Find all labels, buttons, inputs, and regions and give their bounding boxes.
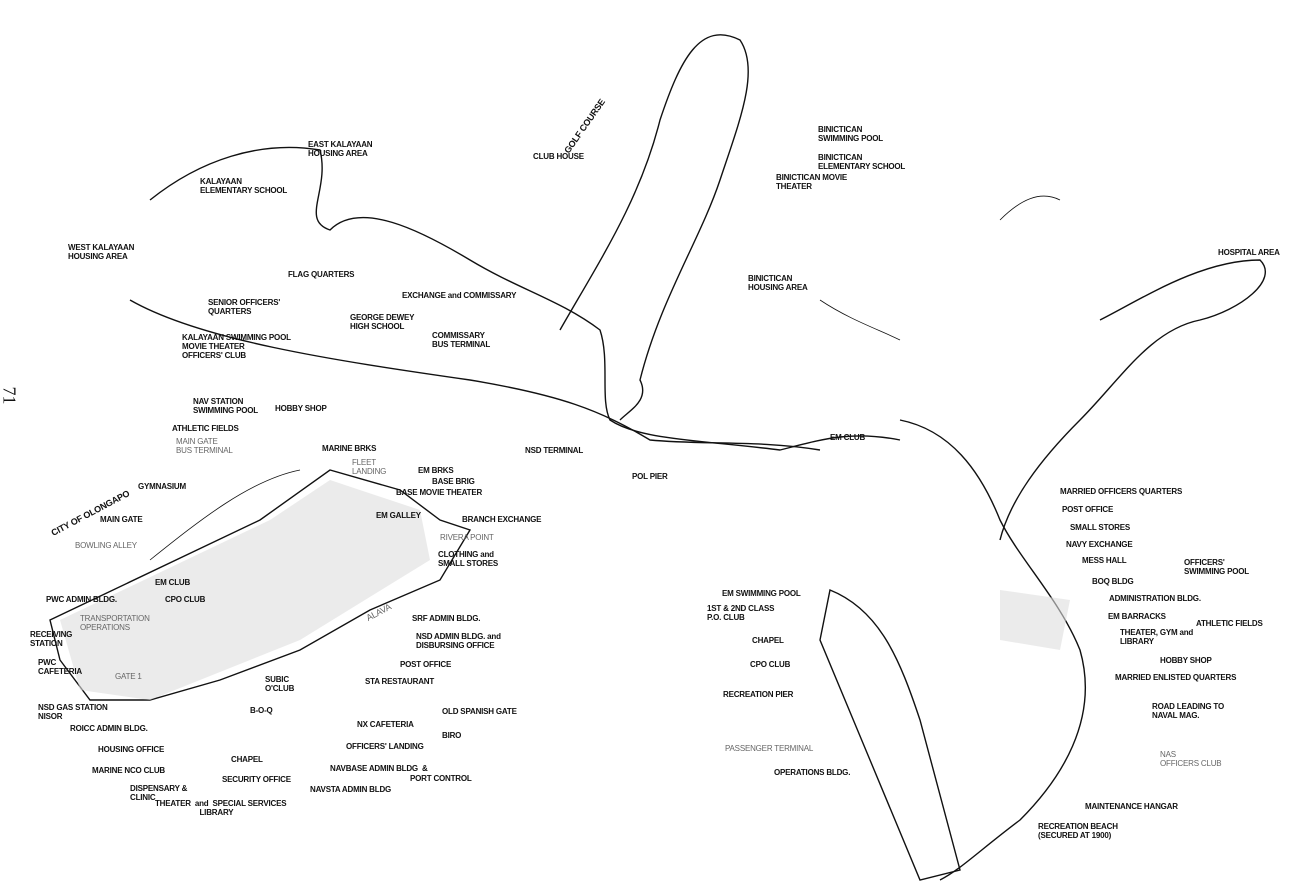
- label-mess-hall: MESS HALL: [1082, 556, 1127, 565]
- label-main-gate: MAIN GATE: [100, 515, 143, 524]
- label-post-office-cubi: POST OFFICE: [1062, 505, 1114, 514]
- label-old-spanish-gate: OLD SPANISH GATE: [442, 707, 517, 716]
- label-administration-bldg: ADMINISTRATION BLDG.: [1109, 594, 1201, 603]
- label-small-stores: SMALL STORES: [1070, 523, 1130, 532]
- label-srf-admin-bldg: SRF ADMIN BLDG.: [412, 614, 481, 623]
- label-kalayaan-elementary: KALAYAAN ELEMENTARY SCHOOL: [200, 177, 288, 195]
- page-number: 71: [0, 386, 20, 405]
- label-navsta-admin-bldg: NAVSTA ADMIN BLDG: [310, 785, 392, 794]
- label-west-kalayaan-housing: WEST KALAYAAN HOUSING AREA: [68, 243, 135, 261]
- label-navbase-admin-bldg: NAVBASE ADMIN BLDG &: [330, 764, 428, 773]
- label-binictican-theater: BINICTICAN MOVIE THEATER: [776, 173, 848, 191]
- label-chapel: CHAPEL: [231, 755, 263, 764]
- label-married-enlisted-quarters: MARRIED ENLISTED QUARTERS: [1115, 673, 1237, 682]
- label-marine-nco-club: MARINE NCO CLUB: [92, 766, 165, 775]
- label-boq: B-O-Q: [250, 706, 273, 715]
- label-port-control: PORT CONTROL: [410, 774, 472, 783]
- label-pol-pier: POL PIER: [632, 472, 668, 481]
- label-recreation-pier: RECREATION PIER: [723, 690, 794, 699]
- label-fleet-landing: FLEET LANDING: [352, 458, 387, 476]
- label-binictican-housing: BINICTICAN HOUSING AREA: [748, 274, 808, 292]
- cubi-runway: [819, 589, 961, 881]
- label-nas-officers-club: NAS OFFICERS CLUB: [1160, 750, 1222, 768]
- label-base-movie-theater: BASE MOVIE THEATER: [396, 488, 483, 497]
- label-gymnasium: GYMNASIUM: [138, 482, 186, 491]
- label-pwc-cafeteria: PWC CAFETERIA: [38, 658, 82, 676]
- label-gate-1: GATE 1: [115, 672, 142, 681]
- label-clothing-small-stores: CLOTHING and SMALL STORES: [438, 550, 498, 568]
- label-hobby-shop-cubi: HOBBY SHOP: [1160, 656, 1212, 665]
- coastline-north: [149, 146, 901, 451]
- label-hospital-area: HOSPITAL AREA: [1218, 248, 1280, 257]
- label-theater-special-services-library: THEATER and SPECIAL SERVICES LIBRARY: [155, 799, 287, 817]
- label-recreation-beach: RECREATION BEACH (SECURED AT 1900): [1038, 822, 1118, 840]
- label-george-dewey-hs: GEORGE DEWEY HIGH SCHOOL: [350, 313, 415, 331]
- main-road: [129, 299, 821, 451]
- label-housing-office: HOUSING OFFICE: [98, 745, 165, 754]
- cubi-coast: [899, 419, 1086, 881]
- label-receiving-station: RECEIVING STATION: [30, 630, 73, 648]
- label-base-brig: BASE BRIG: [432, 477, 475, 486]
- label-em-swimming-pool: EM SWIMMING POOL: [722, 589, 801, 598]
- label-athletic-fields: ATHLETIC FIELDS: [172, 424, 239, 433]
- label-dispensary-clinic: DISPENSARY & CLINIC: [130, 784, 188, 802]
- label-em-brks: EM BRKS: [418, 466, 454, 475]
- label-commissary-bus-terminal: COMMISSARY BUS TERMINAL: [432, 331, 491, 349]
- label-nsd-admin-disbursing: NSD ADMIN BLDG. and DISBURSING OFFICE: [416, 632, 501, 650]
- label-em-club-cubi: EM CLUB: [830, 433, 866, 442]
- label-flag-quarters: FLAG QUARTERS: [288, 270, 355, 279]
- label-security-office: SECURITY OFFICE: [222, 775, 291, 784]
- label-pwc-admin-bldg: PWC ADMIN BLDG.: [46, 595, 117, 604]
- label-bowling-alley: BOWLING ALLEY: [75, 541, 137, 550]
- label-married-officers-quarters: MARRIED OFFICERS QUARTERS: [1060, 487, 1183, 496]
- label-em-barracks: EM BARRACKS: [1108, 612, 1166, 621]
- label-binictican-pool: BINICTICAN SWIMMING POOL: [818, 125, 883, 143]
- label-east-kalayaan-housing: EAST KALAYAAN HOUSING AREA: [308, 140, 373, 158]
- label-hobby-shop: HOBBY SHOP: [275, 404, 327, 413]
- label-rivera-point: RIVERA POINT: [440, 533, 494, 542]
- label-roicc-admin-bldg: ROICC ADMIN BLDG.: [70, 724, 148, 733]
- label-exchange-commissary: EXCHANGE and COMMISSARY: [402, 291, 517, 300]
- label-biro: BIRO: [442, 731, 462, 740]
- label-road-naval-mag: ROAD LEADING TO NAVAL MAG.: [1152, 702, 1224, 720]
- label-main-gate-bus-terminal: MAIN GATE BUS TERMINAL: [176, 437, 233, 455]
- label-nx-cafeteria: NX CAFETERIA: [357, 720, 414, 729]
- label-kalayaan-pool-theater-club: KALAYAAN SWIMMING POOL MOVIE THEATER OFF…: [182, 333, 291, 360]
- label-operations-bldg: OPERATIONS BLDG.: [774, 768, 851, 777]
- label-transportation-operations: TRANSPORTATION OPERATIONS: [80, 614, 150, 632]
- label-nsd-gas-station-nisor: NSD GAS STATION NISOR: [38, 703, 108, 721]
- label-nav-station-pool: NAV STATION SWIMMING POOL: [193, 397, 258, 415]
- label-athletic-fields-cubi: ATHLETIC FIELDS: [1196, 619, 1263, 628]
- label-po-club: 1ST & 2ND CLASS P.O. CLUB: [707, 604, 775, 622]
- label-navy-exchange: NAVY EXCHANGE: [1066, 540, 1133, 549]
- label-senior-officers-quarters: SENIOR OFFICERS' QUARTERS: [208, 298, 281, 316]
- label-officers-swimming-pool: OFFICERS' SWIMMING POOL: [1184, 558, 1249, 576]
- label-em-galley: EM GALLEY: [376, 511, 421, 520]
- label-nsd-terminal: NSD TERMINAL: [525, 446, 584, 455]
- label-branch-exchange: BRANCH EXCHANGE: [462, 515, 542, 524]
- label-cpo-club: CPO CLUB: [165, 595, 206, 604]
- hospital-road: [999, 259, 1267, 541]
- label-maintenance-hangar: MAINTENANCE HANGAR: [1085, 802, 1178, 811]
- label-sta-restaurant: STA RESTAURANT: [365, 677, 435, 686]
- label-subic-oclub: SUBIC O'CLUB: [265, 675, 295, 693]
- label-club-house: CLUB HOUSE: [533, 152, 584, 161]
- label-officers-landing: OFFICERS' LANDING: [346, 742, 424, 751]
- navbase-outline: [49, 469, 472, 701]
- label-chapel-cubi: CHAPEL: [752, 636, 784, 645]
- label-theater-gym-library: THEATER, GYM and LIBRARY: [1120, 628, 1194, 646]
- label-post-office: POST OFFICE: [400, 660, 452, 669]
- label-marine-brks: MARINE BRKS: [322, 444, 377, 453]
- label-em-club: EM CLUB: [155, 578, 191, 587]
- label-boq-bldg: BOQ BLDG: [1092, 577, 1134, 586]
- label-passenger-terminal: PASSENGER TERMINAL: [725, 744, 814, 753]
- river-golf: [559, 34, 749, 421]
- label-binictican-elementary: BINICTICAN ELEMENTARY SCHOOL: [818, 153, 906, 171]
- label-cpo-club-cubi: CPO CLUB: [750, 660, 791, 669]
